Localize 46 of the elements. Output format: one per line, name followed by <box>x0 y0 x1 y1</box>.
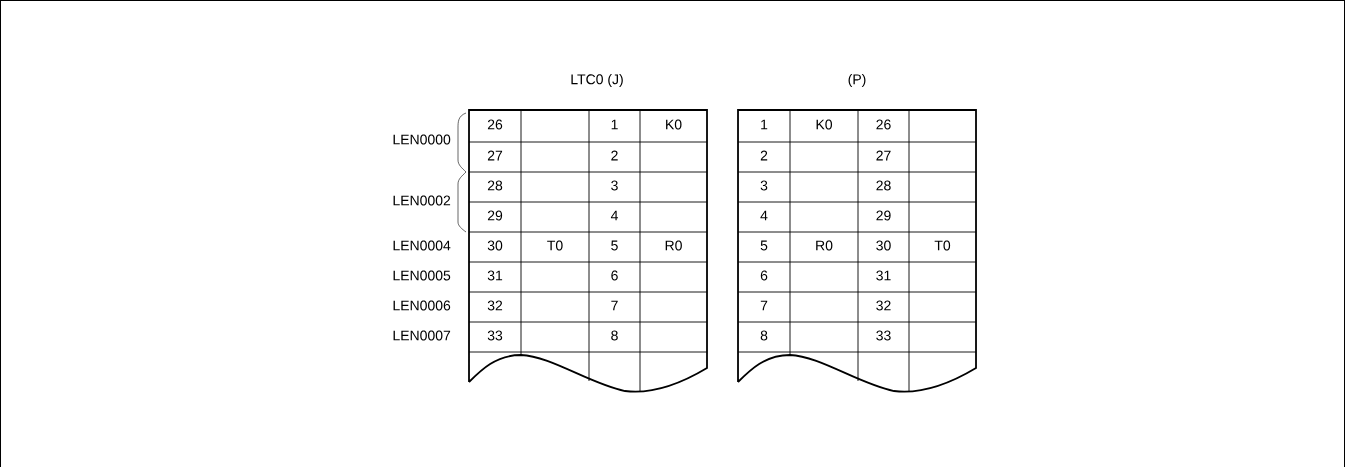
table-cell: 28 <box>876 180 891 191</box>
table-cell: 32 <box>876 300 891 311</box>
row-label: LEN0004 <box>393 240 451 251</box>
table-cell: 26 <box>876 119 891 130</box>
table-cell: K0 <box>666 119 682 130</box>
table-cell: 5 <box>760 240 768 251</box>
table-cell: 7 <box>611 300 618 311</box>
row-label: LEN0007 <box>393 330 451 341</box>
table-cell: 33 <box>487 330 503 341</box>
row-label: LEN0005 <box>393 270 451 281</box>
row-label: LEN0000 <box>393 134 451 145</box>
table-cell: 31 <box>487 270 503 281</box>
table-title: (P) <box>848 74 866 88</box>
table-cell: T0 <box>547 240 563 251</box>
table-cell: 1 <box>611 119 618 130</box>
table-cell: R0 <box>816 240 833 251</box>
table-cell: 6 <box>611 270 618 281</box>
table-cell: 3 <box>611 180 618 191</box>
table-cell: 8 <box>760 330 768 341</box>
table-cell: 30 <box>876 240 891 251</box>
table-cell: 29 <box>487 210 503 221</box>
table-cell: 28 <box>487 180 503 191</box>
table-cell: 2 <box>611 150 618 161</box>
table-cell: 4 <box>760 210 768 221</box>
table-cell: 27 <box>876 150 891 161</box>
table-cell: 2 <box>760 150 768 161</box>
table-cell: 29 <box>876 210 891 221</box>
table-cell: 27 <box>487 150 503 161</box>
table-cell: T0 <box>934 240 951 251</box>
row-label: LEN0002 <box>393 195 451 206</box>
table-cell: 1 <box>761 119 768 130</box>
table-cell: 4 <box>610 210 618 221</box>
table-cell: 30 <box>487 240 503 251</box>
table-cell: 31 <box>876 270 891 281</box>
table-title: LTC0 (J) <box>571 74 623 88</box>
table-cell: 3 <box>760 180 768 191</box>
table-cell: 26 <box>487 119 503 130</box>
table-cell: 33 <box>876 330 891 341</box>
table-cell: 8 <box>611 330 618 341</box>
table-cell: K0 <box>816 119 833 130</box>
table-cell: R0 <box>665 240 682 251</box>
table-cell: 5 <box>611 240 618 251</box>
table-cell: 7 <box>760 300 768 311</box>
table-cell: 32 <box>487 300 503 311</box>
row-label: LEN0006 <box>393 300 451 311</box>
table-cell: 6 <box>760 270 768 281</box>
